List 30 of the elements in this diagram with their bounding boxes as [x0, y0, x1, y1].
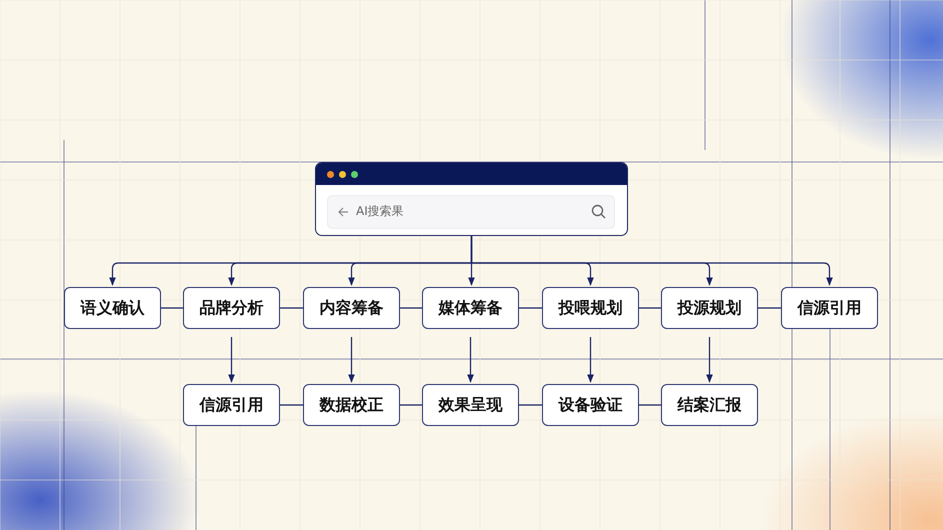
search-text: AI搜索果 — [356, 203, 404, 220]
process-box: 投源规划 — [661, 287, 758, 329]
process-box: 投喂规划 — [542, 287, 639, 329]
browser-window — [315, 162, 628, 236]
connector-line — [400, 307, 422, 309]
arrow — [587, 337, 594, 383]
process-box: 媒体筹备 — [422, 287, 519, 329]
process-box: 信源引用 — [781, 287, 878, 329]
process-box: 语义确认 — [64, 287, 161, 329]
arrow — [228, 337, 235, 383]
arrow — [470, 236, 833, 286]
arrow — [706, 337, 713, 383]
arrow — [467, 337, 474, 383]
process-box: 结案汇报 — [661, 384, 758, 426]
connector-line — [161, 307, 183, 309]
connector-line — [519, 307, 542, 309]
connector-line — [639, 307, 661, 309]
connector-line — [280, 307, 303, 309]
connector-line — [639, 404, 661, 406]
process-box: 内容筹备 — [303, 287, 400, 329]
connector-line — [400, 404, 422, 406]
process-box: 数据校正 — [303, 384, 400, 426]
process-box: 信源引用 — [183, 384, 280, 426]
arrow — [348, 337, 355, 383]
connector-line — [519, 404, 542, 406]
process-box: 设备验证 — [542, 384, 639, 426]
connector-line — [758, 307, 781, 309]
connector-line — [280, 404, 303, 406]
process-box: 效果呈现 — [422, 384, 519, 426]
process-box: 品牌分析 — [183, 287, 280, 329]
